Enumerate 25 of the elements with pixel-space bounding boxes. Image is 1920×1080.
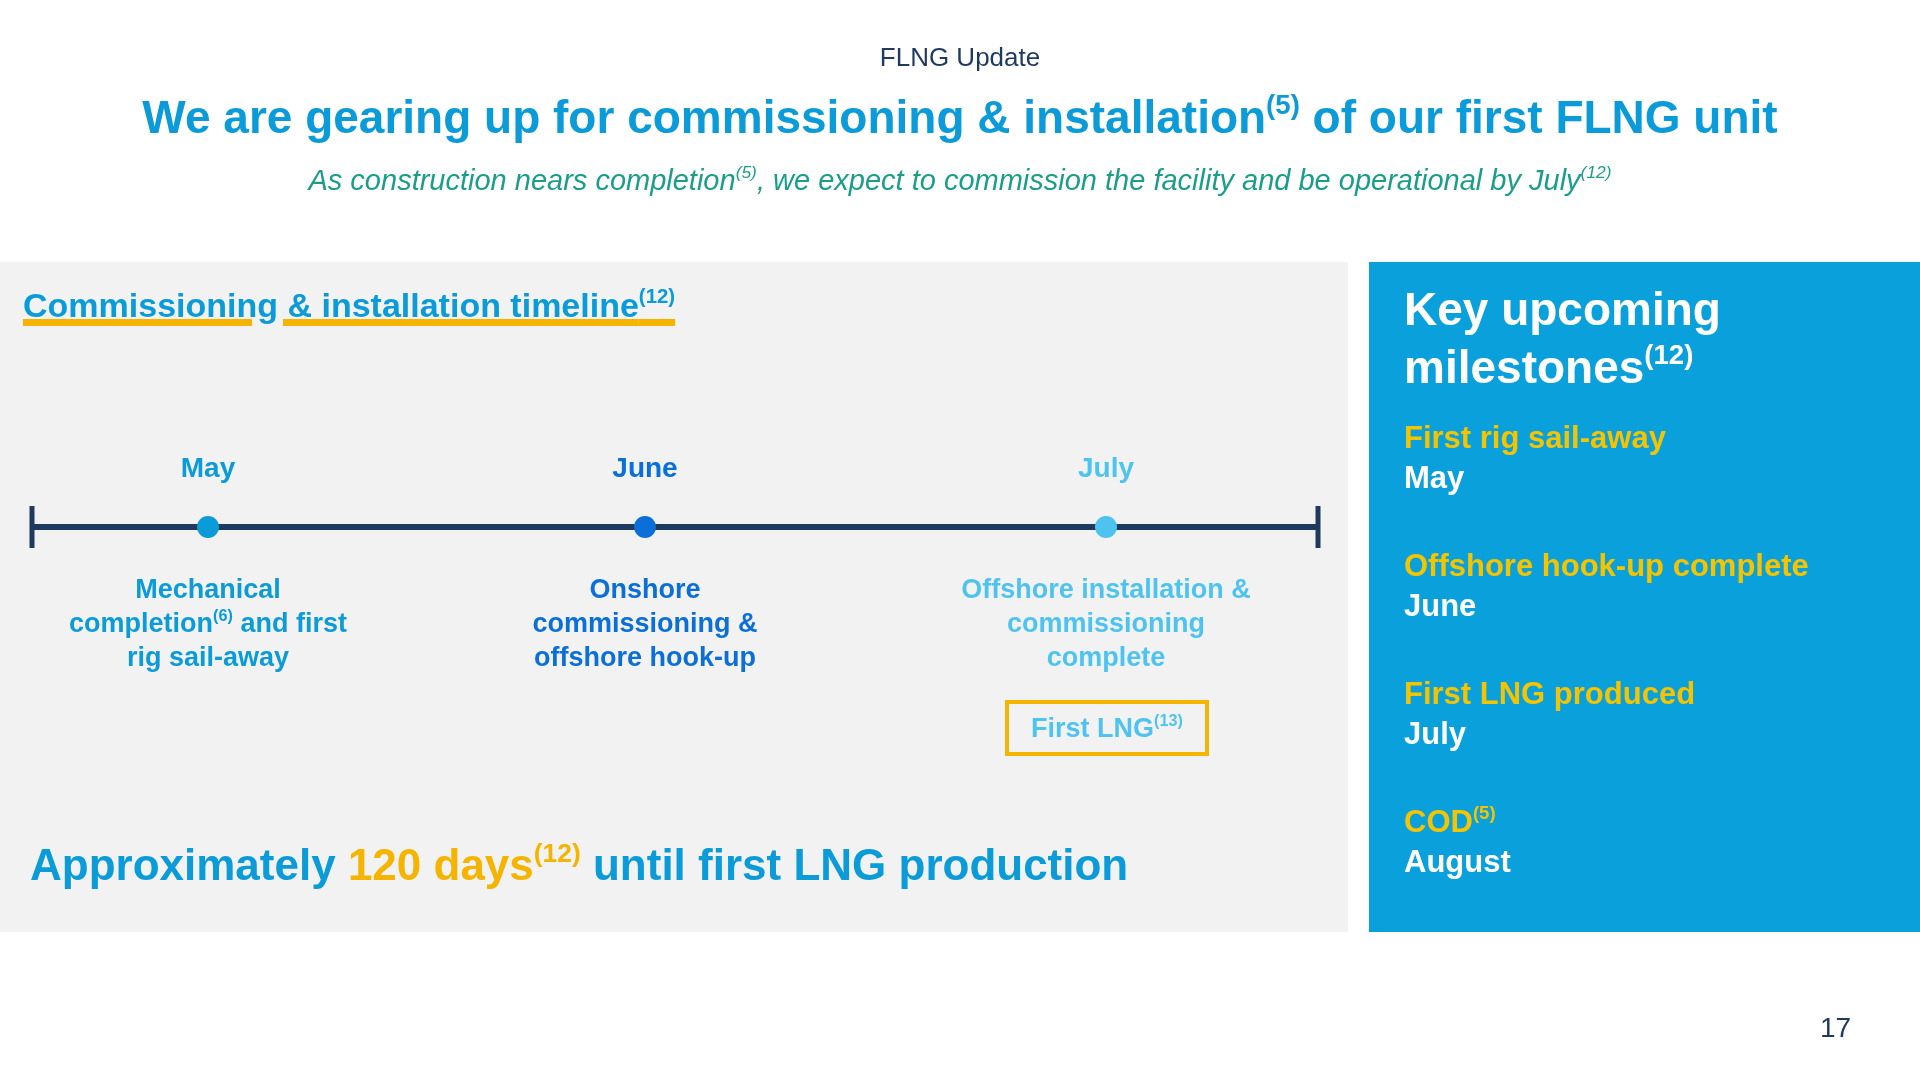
- milestone-name: COD$^{(5)}$: [1404, 804, 1496, 840]
- month-label: July: [1078, 452, 1134, 483]
- summary-text: Approximately 120 days$^{(12)}$ until first LNG production: [30, 840, 1130, 890]
- milestone-name: First LNG produced: [1404, 676, 1696, 712]
- month-label: June: [612, 452, 678, 483]
- milestone-date: August: [1404, 844, 1511, 880]
- timeline-panel: [0, 262, 1348, 932]
- milestone-description: Offshore installation & commissioning complete: [961, 574, 1251, 672]
- milestone-date: May: [1404, 460, 1465, 496]
- milestone-date: July: [1404, 716, 1467, 752]
- subtitle: As construction nears completion$^{(5)}$, we expect to commission the facility and be operational by July$^{(12)}$: [308, 164, 1612, 196]
- highlight-box: [1005, 700, 1209, 756]
- milestone-name: Offshore hook-up complete: [1404, 548, 1809, 584]
- milestones-panel: [1369, 262, 1920, 932]
- milestone-description: Onshore commissioning & offshore hook-up: [532, 574, 758, 672]
- milestone-description: Mechanical completion$^{(6)}$ and first rig sail-away: [69, 574, 347, 672]
- page-number: 17: [1820, 1012, 1852, 1044]
- highlight-text: First LNG$^{(13)}$: [1031, 712, 1183, 744]
- month-label: May: [180, 452, 236, 483]
- slide-title: We are gearing up for commissioning & installation$^{(5)}$ of our first FLNG unit: [142, 91, 1778, 143]
- panel-heading: Commissioning & installation timeline$^{(12)}$: [23, 286, 676, 325]
- milestone-name: First rig sail-away: [1404, 420, 1666, 456]
- milestone-date: June: [1404, 588, 1477, 624]
- panel-heading: Key upcoming milestones$^{(12)}$: [1404, 282, 1722, 395]
- section-header: FLNG Update: [879, 42, 1041, 72]
